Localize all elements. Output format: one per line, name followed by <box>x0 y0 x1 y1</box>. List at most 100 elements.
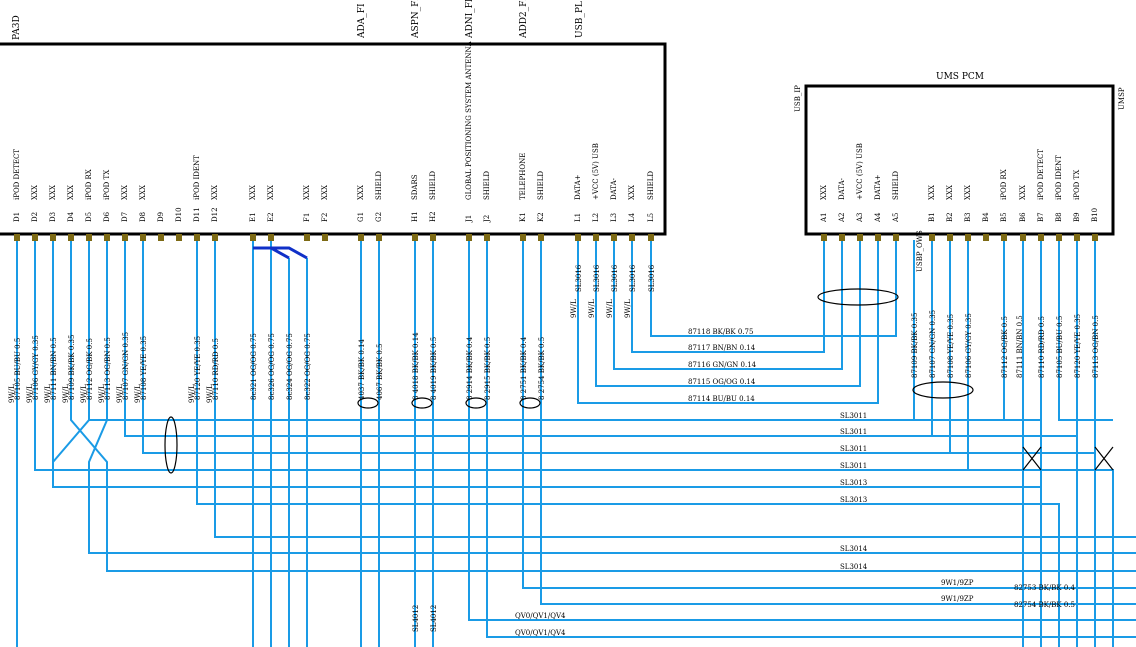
bottom-right-label: 82754 BK/BK 0.5 <box>1014 601 1075 609</box>
ground-label: 9W/L <box>188 384 196 403</box>
left-wire-label: 87106 GY/GY 0.35 <box>32 335 40 400</box>
bottom-right-label: 9W1/9ZP <box>941 579 974 587</box>
usb-wires <box>577 240 897 404</box>
left-pin-id: D8 <box>139 212 147 222</box>
right-pin-label: XXX <box>928 185 936 200</box>
left-wire-label: 87110 RD/RD 0.5 <box>212 338 220 400</box>
left-wire-label: 87107 GN/GN 0.35 <box>122 332 130 400</box>
left-pin-id: L5 <box>647 213 655 222</box>
left-pin-label: XXX <box>249 185 257 200</box>
left-wire-label: 8c326 OG/OG 0.75 <box>268 333 276 400</box>
left-pin-id: H2 <box>429 211 437 222</box>
left-pin-label: XXX <box>49 185 57 200</box>
left-pin-id: D2 <box>31 212 39 222</box>
branch-lines <box>253 246 308 260</box>
left-pin-label: TELEPHONE <box>519 153 527 200</box>
pin-terminal <box>929 234 935 241</box>
right-pin-label: SHIELD <box>892 171 900 200</box>
splice-label: SL3016 <box>648 264 656 292</box>
right-wire-label: 87120 YE/YE 0.35 <box>1074 314 1082 378</box>
left-wire-label: 8 2751 BK/BK 0.4 <box>520 336 528 400</box>
left-pin-label: XXX <box>303 185 311 200</box>
right-wire-label: 87113 OG/BN 0.5 <box>1092 315 1100 378</box>
right-pin-id: B10 <box>1091 208 1099 222</box>
pin-terminal <box>1056 234 1062 241</box>
pin-terminal <box>212 234 218 241</box>
left-pin-id: D6 <box>103 211 111 222</box>
left-pin-label: SHIELD <box>647 171 655 200</box>
left-wire-label: 87105 BU/BU 0.5 <box>14 338 22 400</box>
left-pin-label: XXX <box>139 185 147 200</box>
left-wire-label: 8 2914 BK/BK 0.4 <box>466 336 474 400</box>
left-pin-id: K1 <box>519 212 527 222</box>
left-wire-label: 4037 BK/BK 0.14 <box>358 338 366 400</box>
bottom-left-label: QV0/QV1/QV4 <box>515 612 566 620</box>
usb-wire-label: 87114 BU/BU 0.14 <box>688 395 755 403</box>
ground-label: 9W/L <box>62 384 70 403</box>
right-pin-id: A3 <box>856 212 864 223</box>
right-pin-id: A4 <box>874 212 882 223</box>
pin-terminal <box>268 234 274 241</box>
left-wire-label: 4067 BK/BK 0.5 <box>376 343 384 400</box>
pin-terminal <box>947 234 953 241</box>
left-pin-label: SDARS <box>411 174 419 200</box>
splice-label: SL3016 <box>575 264 583 292</box>
pin-terminal <box>430 234 436 241</box>
left-pin-label: SHIELD <box>375 171 383 200</box>
left-pin-id: E1 <box>249 212 257 222</box>
bus-label: SL3014 <box>840 545 868 553</box>
left-pin-label: SHIELD <box>483 171 491 200</box>
bus-label: SL3011 <box>840 428 867 436</box>
right-pin-id: B7 <box>1037 212 1045 222</box>
left-pin-id: D10 <box>175 207 183 222</box>
left-pin-label: XXX <box>628 185 636 200</box>
right-pin-id: A1 <box>820 212 828 223</box>
right-wire-label: 87107 GN/GN 0.35 <box>929 310 937 378</box>
pin-terminal <box>648 234 654 241</box>
right-pin-label: iPOD IDENT <box>1055 155 1063 200</box>
right-pin-label: +VCC (5V) USB <box>856 143 864 200</box>
left-pin-label: +VCC (5V) USB <box>592 143 600 200</box>
right-pin-label: iPOD TX <box>1073 170 1081 200</box>
pin-terminal <box>875 234 881 241</box>
left-header-label: ADD2_FI <box>519 0 529 39</box>
left-pin-label: iPOD TX <box>103 170 111 200</box>
left-pin-id: F2 <box>321 213 329 222</box>
left-pin-label: XXX <box>211 185 219 200</box>
left-wire-label: 87111 BN/BN 0.5 <box>50 337 58 400</box>
pin-terminal <box>821 234 827 241</box>
left-pin-label: iPOD DETECT <box>13 149 21 200</box>
left-header-label: USB_PL <box>575 1 585 38</box>
pin-terminal <box>140 234 146 241</box>
right-pin-id: A2 <box>838 212 846 223</box>
left-connector-name: PA3D <box>12 15 22 40</box>
left-pin-id: L3 <box>610 213 618 222</box>
right-pin-label: XXX <box>1019 185 1027 200</box>
pin-terminal <box>376 234 382 241</box>
pin-terminal <box>68 234 74 241</box>
left-wire-label: 87109 BK/BK 0.35 <box>68 335 76 400</box>
left-connector-box <box>0 42 667 236</box>
left-pin-label: DATA- <box>610 177 618 200</box>
pin-terminal <box>839 234 845 241</box>
splice-label: SL3016 <box>629 264 637 292</box>
left-pin-id: D7 <box>121 212 129 222</box>
usb-wire-note: USBP_OWS <box>916 230 924 272</box>
left-pin-id: G1 <box>357 212 365 222</box>
ground-label: 9W/L <box>26 384 34 403</box>
usb-wire-label: 87115 OG/OG 0.14 <box>688 378 756 386</box>
left-pin-id: D11 <box>193 207 201 222</box>
left-pin-label: XXX <box>67 185 75 200</box>
left-pin-id: L1 <box>574 213 582 222</box>
left-pin-id: J2 <box>483 215 491 223</box>
pin-terminal <box>893 234 899 241</box>
ground-label: 9W/L <box>624 299 632 318</box>
right-wire-label: 87110 RD/RD 0.5 <box>1038 316 1046 378</box>
left-pin-id: E2 <box>267 212 275 222</box>
bus-label: SL3013 <box>840 496 867 504</box>
left-pin-label: XXX <box>121 185 129 200</box>
right-pin-id: B9 <box>1073 212 1081 222</box>
right-wire-label: 87106 GY/GY 0.35 <box>965 313 973 378</box>
right-pin-id: B4 <box>982 212 990 222</box>
left-pin-id: L2 <box>592 213 600 222</box>
